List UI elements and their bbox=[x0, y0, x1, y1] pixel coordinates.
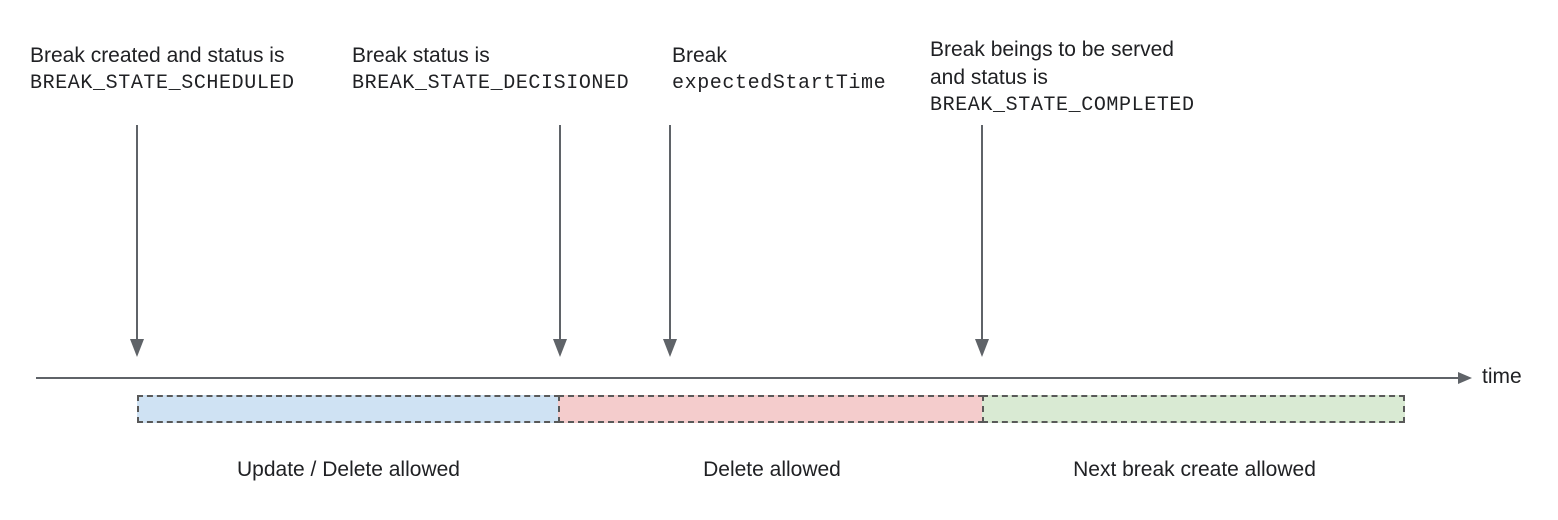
annotation-expected-start-time: Break expectedStartTime bbox=[672, 42, 886, 98]
annotation-text: Break status is bbox=[352, 44, 490, 67]
down-arrow-expected-start-icon bbox=[663, 125, 677, 357]
annotation-code: BREAK_STATE_COMPLETED bbox=[930, 94, 1195, 117]
segment-delete-allowed bbox=[558, 395, 984, 423]
time-axis-line bbox=[36, 377, 1460, 379]
annotation-text: and status is bbox=[930, 66, 1048, 89]
arrow-head-icon bbox=[975, 339, 989, 357]
segment-next-break-create-allowed bbox=[982, 395, 1405, 423]
down-arrow-completed-icon bbox=[975, 125, 989, 357]
annotation-code: BREAK_STATE_SCHEDULED bbox=[30, 72, 295, 95]
segment-label-update-delete: Update / Delete allowed bbox=[237, 458, 460, 481]
down-arrow-decisioned-icon bbox=[553, 125, 567, 357]
arrow-shaft bbox=[981, 125, 983, 341]
segment-label-delete: Delete allowed bbox=[703, 458, 841, 481]
annotation-break-decisioned: Break status is BREAK_STATE_DECISIONED bbox=[352, 42, 629, 98]
arrow-shaft bbox=[669, 125, 671, 341]
arrow-head-icon bbox=[663, 339, 677, 357]
arrow-head-icon bbox=[130, 339, 144, 357]
annotation-break-scheduled: Break created and status is BREAK_STATE_… bbox=[30, 42, 295, 98]
segment-update-delete-allowed bbox=[137, 395, 560, 423]
arrow-shaft bbox=[136, 125, 138, 341]
annotation-break-completed: Break beings to be served and status is … bbox=[930, 36, 1195, 120]
time-axis-arrow-icon bbox=[1458, 372, 1472, 384]
time-axis-label: time bbox=[1482, 365, 1522, 388]
down-arrow-scheduled-icon bbox=[130, 125, 144, 357]
arrow-head-icon bbox=[553, 339, 567, 357]
annotation-code: BREAK_STATE_DECISIONED bbox=[352, 72, 630, 95]
annotation-text: Break bbox=[672, 44, 727, 67]
segment-label-next-break: Next break create allowed bbox=[1073, 458, 1316, 481]
annotation-code: expectedStartTime bbox=[672, 72, 887, 95]
annotation-text: Break beings to be served bbox=[930, 38, 1174, 61]
annotation-text: Break created and status is bbox=[30, 44, 285, 67]
arrow-shaft bbox=[559, 125, 561, 341]
period-segments bbox=[137, 395, 1405, 423]
